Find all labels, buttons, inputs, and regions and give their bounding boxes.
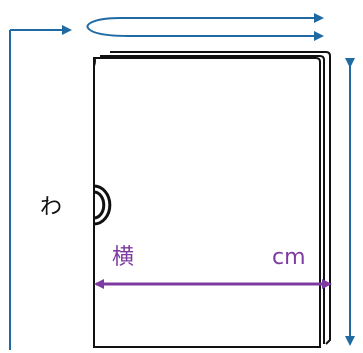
fold-circle-icon xyxy=(93,184,112,226)
booklet xyxy=(93,51,331,348)
width-label: 横 xyxy=(112,245,134,270)
fold-label: わ xyxy=(40,195,62,220)
page-turn-arrows xyxy=(86,13,324,41)
unit-label: cm xyxy=(272,245,306,270)
left-bracket-arrow xyxy=(9,25,72,350)
